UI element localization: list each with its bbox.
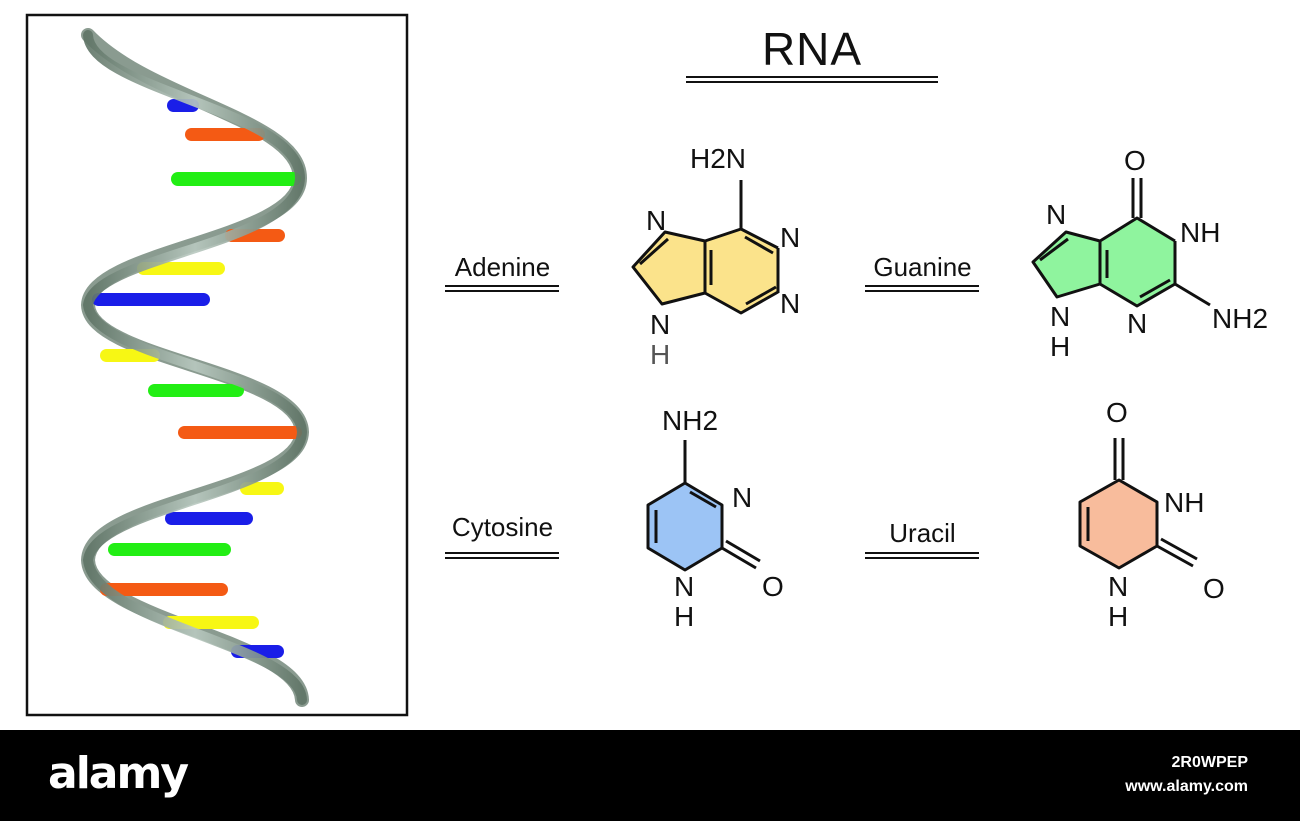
guanine-bonds xyxy=(1031,216,1176,299)
adenine-structure xyxy=(631,180,780,315)
base-pair-orange xyxy=(178,426,302,439)
adenine-n-right-top: N xyxy=(780,222,800,253)
guanine-nh: NH xyxy=(1180,217,1220,248)
helix-panel xyxy=(25,13,409,717)
title-underline xyxy=(686,76,938,83)
guanine-amino: NH2 xyxy=(1212,303,1268,334)
label-uracil: Uracil xyxy=(889,518,956,548)
adenine-nh-h: H xyxy=(650,339,670,370)
cytosine-carbonyl xyxy=(721,546,757,570)
uracil-o-right: O xyxy=(1203,573,1225,604)
base-pair-blue xyxy=(92,293,210,306)
uracil-carbonyl xyxy=(1156,544,1194,568)
helix-strand-front xyxy=(82,30,308,705)
adenine-n-right-bottom: N xyxy=(780,288,800,319)
guanine-o: O xyxy=(1124,145,1146,176)
base-pair-green xyxy=(108,543,231,556)
adenine-double-bond xyxy=(744,235,774,255)
cytosine-structure xyxy=(646,440,761,572)
base-pair-blue xyxy=(165,512,253,525)
guanine-double-bond xyxy=(1039,237,1069,262)
guanine-n-top: N xyxy=(1046,199,1066,230)
cytosine-n: N xyxy=(732,482,752,513)
guanine-n-bottom: N xyxy=(1127,308,1147,339)
uracil-ring-fill xyxy=(1080,480,1157,568)
stock-url: www.alamy.com xyxy=(1125,778,1248,795)
cytosine-carbonyl xyxy=(725,539,761,563)
guanine-nh-n: N xyxy=(1050,301,1070,332)
cytosine-double-bond xyxy=(689,490,717,509)
label-adenine: Adenine xyxy=(454,252,551,282)
uracil-carbonyl xyxy=(1160,537,1198,561)
base-pair-green xyxy=(148,384,244,397)
stock-image-id: 2R0WPEP xyxy=(1171,754,1248,771)
base-pair-yellow xyxy=(240,482,284,495)
adenine-n-top: N xyxy=(646,205,666,236)
rna-infographic: RNA Adenine Guanine Cytosine Uracil H2N … xyxy=(25,13,1268,717)
adenine-bonds-2 xyxy=(703,241,779,315)
uracil-structure xyxy=(1078,438,1198,570)
page-title: RNA xyxy=(761,23,863,75)
cytosine-ring xyxy=(646,481,724,572)
adenine-amino-label: H2N xyxy=(690,143,746,174)
label-guanine: Guanine xyxy=(873,252,972,282)
guanine-nh-h: H xyxy=(1050,331,1070,362)
stock-brand-logo: alamy xyxy=(48,748,189,799)
adenine-nh-n: N xyxy=(650,309,670,340)
cytosine-amino: NH2 xyxy=(662,405,718,436)
guanine-bonds-2 xyxy=(1098,241,1177,308)
base-pair-green xyxy=(171,172,301,186)
cytosine-nh-n: N xyxy=(674,571,694,602)
label-guanine-underline xyxy=(865,285,979,292)
uracil-nh-n: N xyxy=(1108,571,1128,602)
label-adenine-underline xyxy=(445,285,559,292)
cytosine-o: O xyxy=(762,571,784,602)
guanine-amino-bond xyxy=(1174,282,1211,307)
cytosine-nh-h: H xyxy=(674,601,694,632)
uracil-nh: NH xyxy=(1164,487,1204,518)
base-pair-orange xyxy=(100,583,228,596)
guanine-double-bond xyxy=(1139,278,1171,299)
uracil-nh-h: H xyxy=(1108,601,1128,632)
stock-footer: alamy 2R0WPEP www.alamy.com xyxy=(0,730,1300,821)
label-uracil-underline xyxy=(865,552,979,559)
adenine-double-bond xyxy=(745,285,777,306)
structures: H2N N N N N H O NH N N NH2 N H xyxy=(631,143,1268,632)
adenine-double-bond xyxy=(639,237,669,266)
cytosine-ring-fill xyxy=(648,483,722,570)
uracil-ring xyxy=(1078,478,1159,570)
uracil-o-top: O xyxy=(1106,397,1128,428)
label-cytosine: Cytosine xyxy=(451,512,554,542)
label-cytosine-underline xyxy=(445,552,559,559)
guanine-structure xyxy=(1031,178,1211,308)
base-pair-orange xyxy=(185,128,265,141)
